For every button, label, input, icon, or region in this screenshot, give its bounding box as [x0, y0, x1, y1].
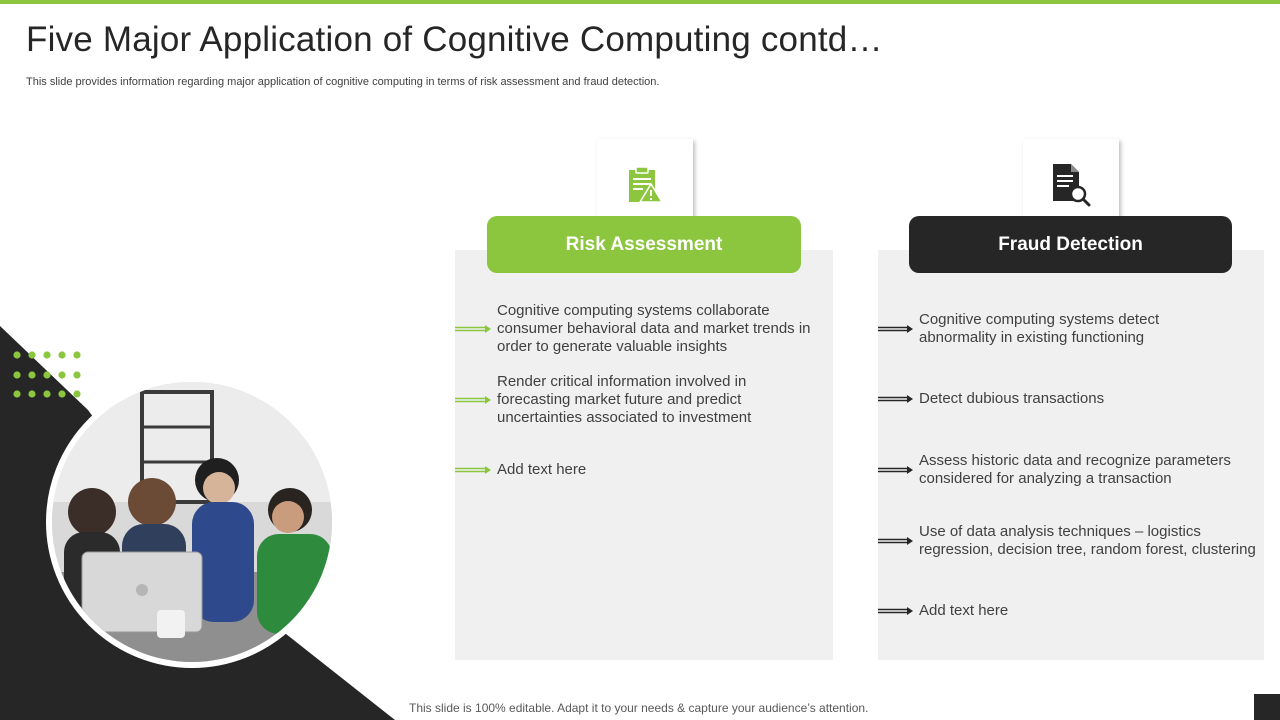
arrow-right-icon: [878, 395, 913, 403]
slide-subtitle: This slide provides information regardin…: [26, 76, 660, 88]
fraud-item: Use of data analysis techniques – logist…: [878, 523, 1258, 559]
arrow-right-icon: [878, 325, 913, 333]
slide-footer-note: This slide is 100% editable. Adapt it to…: [409, 701, 869, 715]
fraud-item-text: Use of data analysis techniques – logist…: [919, 523, 1256, 558]
fraud-item-text: Assess historic data and recognize param…: [919, 452, 1231, 487]
arrow-right-icon: [455, 396, 491, 404]
slide-title: Five Major Application of Cognitive Comp…: [26, 20, 883, 59]
team-photo: [46, 376, 338, 668]
clipboard-warning-icon: [629, 166, 663, 203]
fraud-detection-heading: Fraud Detection: [909, 216, 1232, 273]
corner-decoration: [1254, 694, 1280, 720]
top-accent-rule: [0, 0, 1280, 4]
arrow-right-icon: [455, 466, 491, 474]
document-search-icon: [1053, 164, 1091, 207]
risk-item: Render critical information involved in …: [455, 373, 775, 427]
arrow-right-icon: [878, 537, 913, 545]
risk-item: Add text here: [455, 461, 775, 479]
arrow-right-icon: [878, 466, 913, 474]
fraud-item-text: Cognitive computing systems detect abnor…: [919, 311, 1160, 346]
risk-item-text: Render critical information involved in …: [497, 373, 752, 426]
fraud-item: Add text here: [878, 602, 1198, 620]
fraud-item: Assess historic data and recognize param…: [878, 452, 1238, 488]
fraud-icon-card: [1023, 139, 1119, 231]
risk-item: Cognitive computing systems collaborate …: [455, 302, 815, 356]
dot-grid-decoration: [13, 351, 81, 398]
fraud-item-text: Detect dubious transactions: [919, 390, 1105, 407]
risk-icon-card: [597, 139, 693, 231]
risk-assessment-panel: [455, 250, 833, 660]
fraud-detection-panel: [878, 250, 1264, 660]
fraud-item: Detect dubious transactions: [878, 390, 1198, 408]
arrow-right-icon: [878, 607, 913, 615]
fraud-item: Cognitive computing systems detect abnor…: [878, 311, 1198, 347]
fraud-item-text: Add text here: [919, 602, 1009, 619]
risk-item-text: Cognitive computing systems collaborate …: [497, 302, 811, 355]
risk-assessment-heading: Risk Assessment: [487, 216, 801, 273]
arrow-right-icon: [455, 325, 491, 333]
risk-item-text: Add text here: [497, 461, 587, 478]
